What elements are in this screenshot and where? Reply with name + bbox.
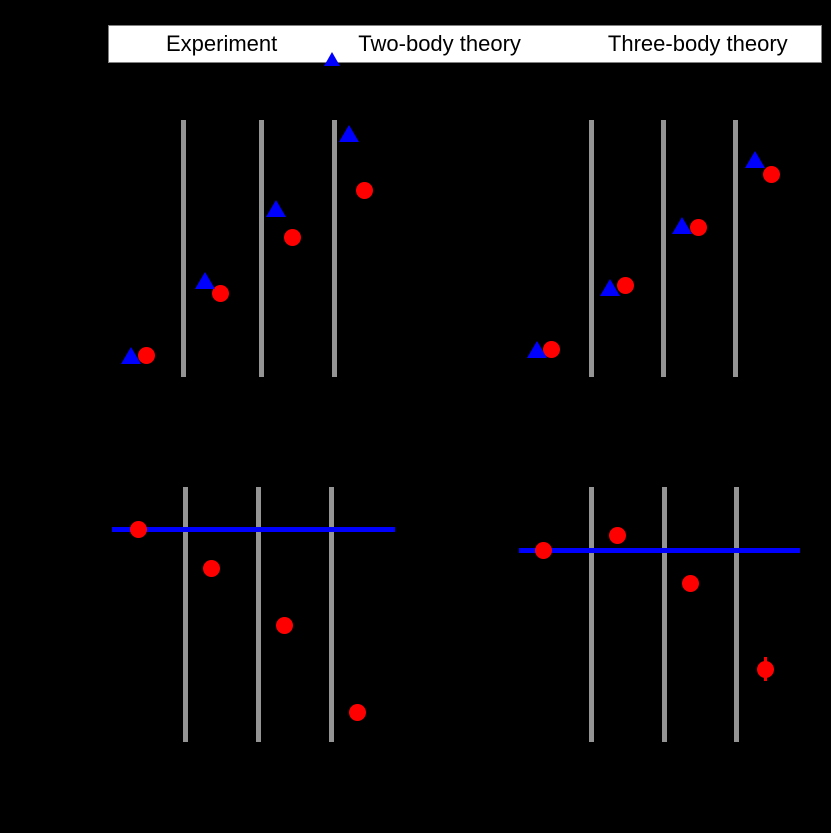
separator-line-2 [734, 487, 739, 742]
panel-bottom-right [420, 450, 831, 770]
panel-top-right [420, 100, 831, 400]
data-point-experiment [690, 219, 707, 236]
reference-line-two-body-theory [519, 548, 800, 553]
data-point-experiment [609, 527, 626, 544]
legend-entry-two-body-theory: Two-body theory [323, 26, 521, 66]
panel-bottom-left [0, 450, 420, 770]
square-marker-icon [573, 35, 591, 53]
data-point-experiment [682, 575, 699, 592]
data-point-experiment [203, 560, 220, 577]
circle-marker-icon [131, 35, 149, 53]
data-point-experiment [356, 182, 373, 199]
data-point-two-body-theory [121, 347, 141, 364]
separator-line-0 [181, 120, 186, 377]
separator-line-2 [332, 120, 337, 377]
data-point-experiment [617, 277, 634, 294]
data-point-experiment [284, 229, 301, 246]
separator-line-2 [733, 120, 738, 377]
triangle-marker-icon [323, 35, 341, 66]
data-point-two-body-theory [600, 279, 620, 296]
panel-top-left [0, 100, 420, 400]
data-point-experiment [543, 341, 560, 358]
data-point-experiment [349, 704, 366, 721]
separator-line-1 [661, 120, 666, 377]
data-point-experiment [535, 542, 552, 559]
separator-line-0 [589, 120, 594, 377]
legend-label-two-body-theory: Two-body theory [358, 31, 521, 56]
legend-label-three-body-theory: Three-body theory [607, 31, 788, 56]
legend-entry-experiment: Experiment [131, 26, 277, 62]
separator-line-0 [589, 487, 594, 742]
data-point-two-body-theory [266, 200, 286, 217]
data-point-two-body-theory [339, 125, 359, 142]
separator-line-1 [259, 120, 264, 377]
legend: Experiment Two-body theory Three-body th… [108, 25, 822, 66]
data-point-experiment [138, 347, 155, 364]
data-point-experiment [212, 285, 229, 302]
data-point-experiment [130, 521, 147, 538]
data-point-two-body-theory [527, 341, 547, 358]
data-point-experiment [763, 166, 780, 183]
data-point-two-body-theory [745, 151, 765, 168]
separator-line-1 [662, 487, 667, 742]
data-point-experiment [757, 661, 774, 678]
data-point-two-body-theory [195, 272, 215, 289]
separator-line-0 [183, 487, 188, 742]
separator-line-2 [329, 487, 334, 742]
legend-label-experiment: Experiment [166, 31, 278, 56]
separator-line-1 [256, 487, 261, 742]
data-point-experiment [276, 617, 293, 634]
reference-line-two-body-theory [112, 527, 395, 532]
data-point-two-body-theory [672, 217, 692, 234]
legend-entry-three-body-theory: Three-body theory [573, 26, 788, 62]
